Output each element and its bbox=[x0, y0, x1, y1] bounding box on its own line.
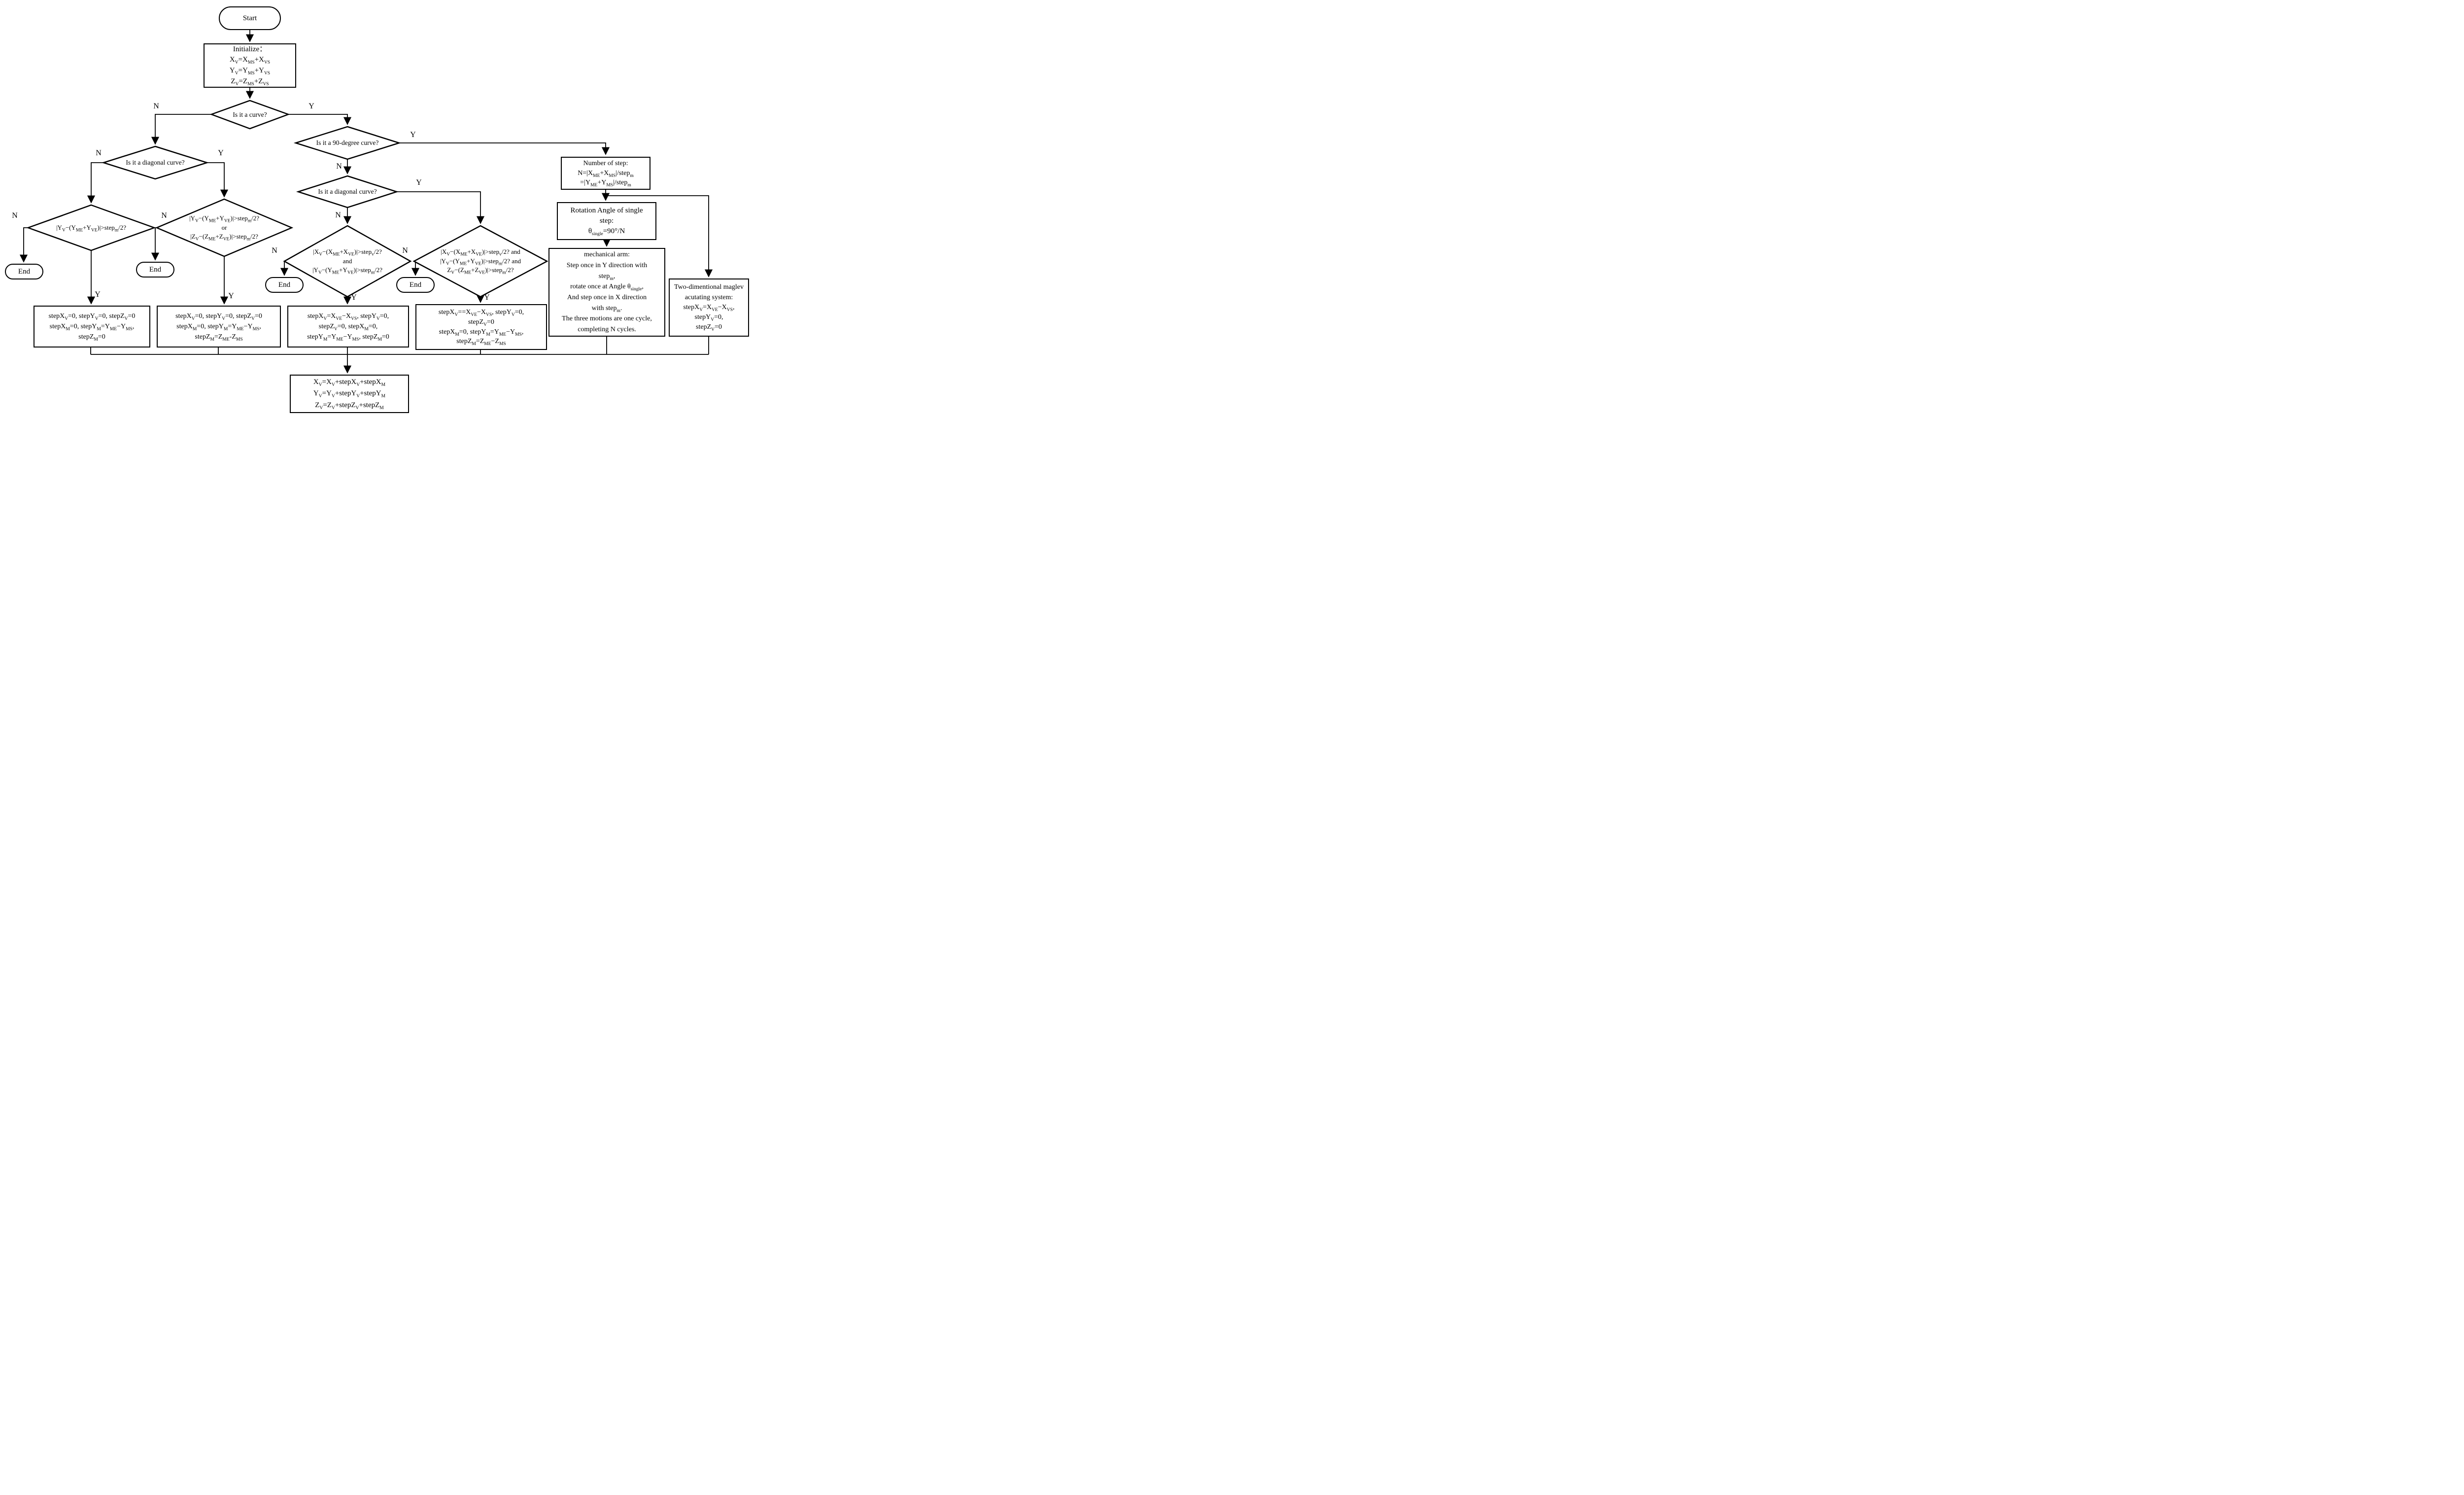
maglev-line: stepXV=XVE−XVS, bbox=[683, 303, 735, 313]
number-of-step-box: Number of step: N=|XME+XMS|/stepm =|YME+… bbox=[561, 157, 650, 190]
action-line: stepXV==XVE−XVS, stepYV=0, bbox=[438, 309, 524, 318]
edge-is90-y bbox=[399, 142, 610, 155]
rotangle-line: step: bbox=[599, 217, 614, 225]
mecharm-line: The three motions are one cycle, bbox=[562, 315, 652, 323]
diamond-cond-y bbox=[26, 204, 156, 251]
rotangle-line: Rotation Angle of single bbox=[570, 207, 643, 214]
label-n-iscurve: N bbox=[153, 102, 159, 110]
initialize-line: ZV=ZMS+ZVS bbox=[231, 77, 269, 87]
action-line: stepXM=0, stepYM=YME−YMS, bbox=[176, 323, 261, 332]
start-label: Start bbox=[242, 14, 257, 22]
maglev-line: stepYV=0, bbox=[694, 313, 723, 322]
mecharm-line: completing N cycles. bbox=[578, 326, 636, 334]
mecharm-line: rotate once at Angle θsingle, bbox=[570, 283, 644, 292]
rotation-angle-box: Rotation Angle of single step: θsingle=9… bbox=[557, 202, 656, 240]
mechanical-arm-box: mechanical arm: Step once in Y direction… bbox=[548, 248, 665, 337]
edge-iscurve-n bbox=[151, 114, 211, 145]
edge-diagleft-y bbox=[207, 162, 229, 198]
label-n-cond3: N bbox=[272, 246, 277, 255]
label-n-cond4: N bbox=[402, 246, 408, 255]
edge-diagmid-y bbox=[397, 191, 485, 224]
initialize-box: Initialize： XV=XMS+XVS YV=YMS+YVS ZV=ZMS… bbox=[204, 43, 296, 88]
mecharm-line: And step once in X direction bbox=[567, 294, 647, 301]
label-y-diagmid: Y bbox=[416, 178, 422, 187]
label-y-is90: Y bbox=[410, 131, 416, 139]
action-line: stepXV=0, stepYV=0, stepZV=0 bbox=[175, 313, 262, 321]
end-node-1: End bbox=[5, 264, 43, 279]
label-y-cond3: Y bbox=[351, 293, 357, 302]
end-label: End bbox=[149, 265, 162, 274]
action-line: stepZV=0, stepXM=0, bbox=[318, 323, 378, 332]
diamond-cond-x-and-y bbox=[283, 225, 412, 298]
action-line: stepZM=ZME−ZMS bbox=[456, 338, 506, 347]
rotangle-line: θsingle=90°/N bbox=[588, 227, 625, 237]
start-node: Start bbox=[219, 6, 281, 30]
end-label: End bbox=[278, 280, 291, 289]
diamond-is-90-curve bbox=[293, 126, 402, 160]
end-label: End bbox=[409, 280, 422, 289]
flowchart-connectors bbox=[19, 30, 713, 374]
mecharm-line: mechanical arm: bbox=[584, 251, 630, 259]
mecharm-line: stepm, bbox=[598, 272, 616, 281]
label-y-cond1: Y bbox=[95, 290, 101, 299]
maglev-line: stepZV=0 bbox=[696, 323, 722, 333]
edge-cond2-n bbox=[151, 227, 160, 261]
initialize-line: YV=YMS+YVS bbox=[229, 67, 271, 76]
action-line: stepXV=XVE−XVS, stepYV=0, bbox=[307, 313, 389, 321]
diamond-cond-x-y-z bbox=[412, 225, 548, 298]
update-box: XV=XV+stepXV+stepXM YV=YV+stepYV+stepYM … bbox=[290, 375, 409, 413]
initialize-line: XV=XMS+XVS bbox=[229, 56, 271, 66]
action-line: stepZM=ZME-ZMS bbox=[195, 333, 243, 342]
edge-numstep-maglev bbox=[606, 195, 713, 278]
diamond-is-curve bbox=[209, 100, 290, 130]
action-line: stepZM=0 bbox=[78, 333, 105, 342]
maglev-line: Two-dimentional maglev bbox=[674, 283, 744, 291]
initialize-title: Initialize： bbox=[233, 45, 267, 53]
update-line: XV=XV+stepXV+stepXM bbox=[313, 378, 386, 388]
action-box-2: stepXV=0, stepYV=0, stepZV=0 stepXM=0, s… bbox=[157, 306, 281, 348]
label-y-cond4: Y bbox=[484, 293, 490, 302]
action-box-4: stepXV==XVE−XVS, stepYV=0, stepZV=0 step… bbox=[415, 304, 547, 350]
label-n-diagleft: N bbox=[96, 149, 102, 157]
flowchart-canvas: Start Initialize： XV=XMS+XVS YV=YMS+YVS … bbox=[0, 0, 773, 417]
label-y-cond2: Y bbox=[228, 292, 234, 300]
numstep-line: =|YME+YMS|/stepm bbox=[580, 179, 631, 188]
update-line: ZV=ZV+stepZV+stepZM bbox=[315, 401, 384, 411]
action-line: stepZV=0 bbox=[468, 318, 494, 327]
maglev-line: acutating system: bbox=[684, 293, 733, 301]
mecharm-line: Step once in Y direction with bbox=[566, 261, 648, 269]
edge-cond4-n bbox=[411, 261, 420, 276]
label-y-diagleft: Y bbox=[218, 149, 224, 157]
action-line: stepXM=0, stepYM=YME−YMS, bbox=[439, 328, 524, 337]
numstep-line: Number of step: bbox=[583, 160, 628, 168]
action-line: stepXM=0, stepYM=YME−YMS, bbox=[49, 323, 135, 332]
action-line: stepXV=0, stepYV=0, stepZV=0 bbox=[48, 313, 136, 321]
numstep-line: N=|XME+XMS|/stepm bbox=[578, 169, 634, 178]
diamond-is-diagonal-left bbox=[101, 145, 209, 180]
update-line: YV=YV+stepYV+stepYM bbox=[313, 389, 386, 399]
label-y-iscurve: Y bbox=[308, 102, 314, 110]
end-node-2: End bbox=[136, 262, 174, 278]
mecharm-line: with stepm. bbox=[591, 304, 622, 313]
label-n-cond1: N bbox=[12, 211, 18, 220]
maglev-system-box: Two-dimentional maglev acutating system:… bbox=[669, 278, 749, 337]
edge-diagleft-n bbox=[87, 162, 103, 204]
edge-cond1-n bbox=[19, 227, 28, 263]
end-node-3: End bbox=[265, 277, 304, 293]
action-box-1: stepXV=0, stepYV=0, stepZV=0 stepXM=0, s… bbox=[34, 306, 150, 348]
edge-iscurve-y bbox=[288, 114, 352, 125]
diamond-is-diagonal-mid bbox=[296, 175, 399, 209]
end-label: End bbox=[18, 267, 31, 276]
action-line: stepYM=YME−YMS, stepZM=0 bbox=[307, 333, 389, 342]
label-n-is90: N bbox=[336, 162, 342, 171]
end-node-4: End bbox=[396, 277, 435, 293]
action-box-3: stepXV=XVE−XVS, stepYV=0, stepZV=0, step… bbox=[287, 306, 409, 348]
label-n-cond2: N bbox=[161, 211, 167, 220]
diamond-cond-y-or-z bbox=[155, 198, 294, 257]
label-n-diagmid: N bbox=[335, 211, 341, 219]
